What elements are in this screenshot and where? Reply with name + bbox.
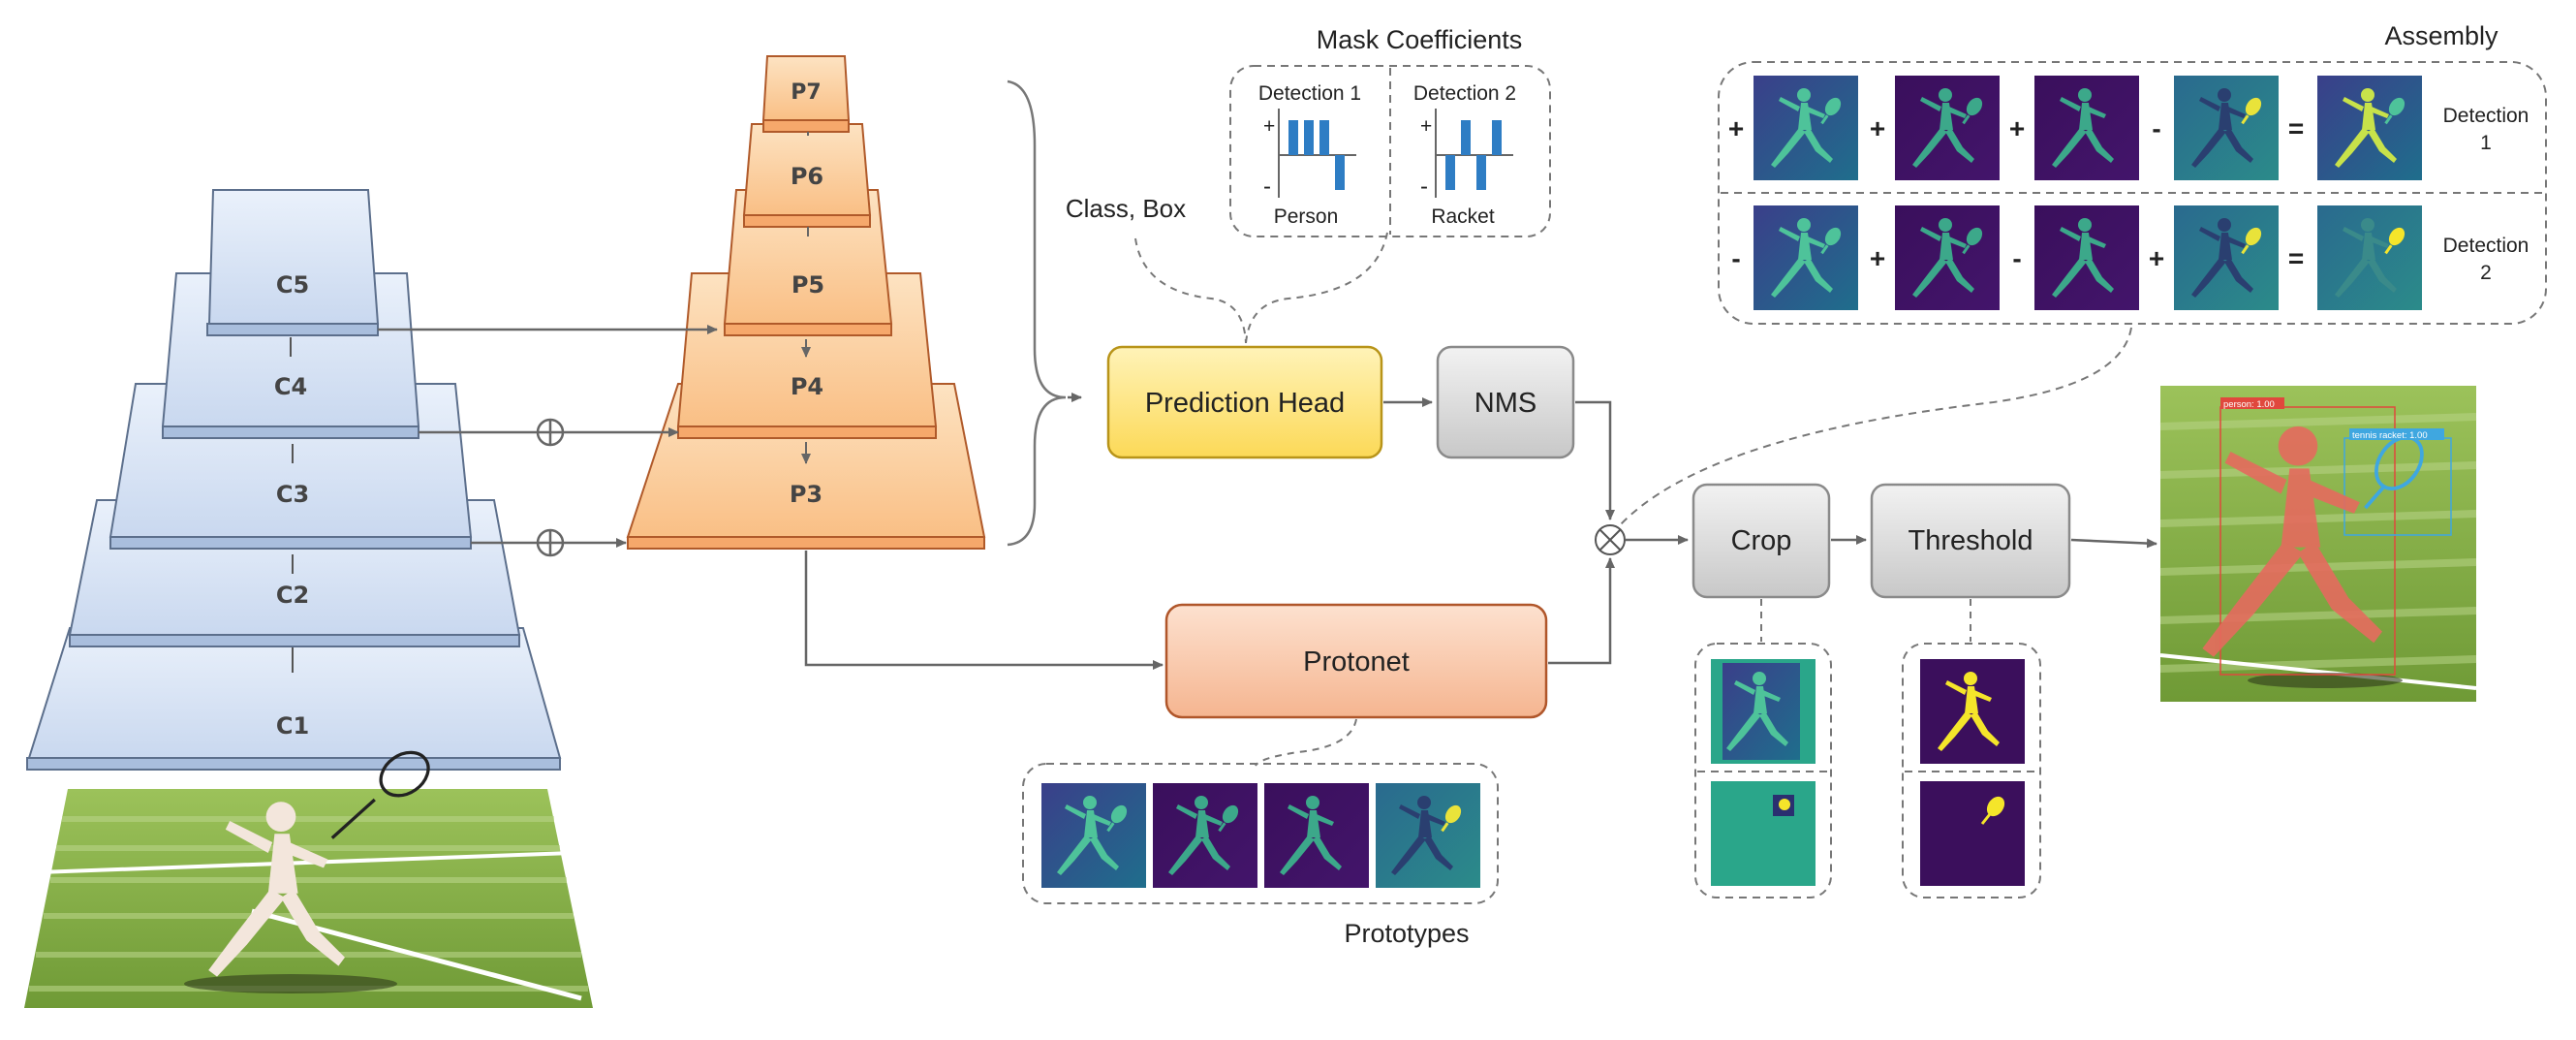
backbone-layer-label: C4 — [274, 373, 307, 400]
crop-block: Crop — [1691, 483, 1831, 599]
prototype-mask — [2034, 205, 2139, 310]
coefficient-chart-detection-1: Detection 1 + - Person — [1258, 82, 1361, 228]
coefficient-chart-title: Detection 1 — [1258, 82, 1361, 105]
prototype-mask — [1895, 76, 2000, 180]
backbone-layer-label: C5 — [276, 271, 309, 299]
coefficient-bar — [1335, 155, 1345, 190]
plus-sign: + — [1420, 115, 1432, 138]
fpn-layer-label: P7 — [791, 80, 821, 105]
coefficient-bar — [1492, 120, 1502, 155]
threshold-label: Threshold — [1909, 525, 2033, 556]
multiply-icon — [1595, 524, 1626, 555]
assembly-sign: + — [1870, 243, 1885, 273]
prototypes-label: Prototypes — [1344, 919, 1469, 948]
mask-coefficients-panel: Detection 1 + - Person Detection 2 + - R… — [1229, 65, 1551, 237]
coefficient-bar — [1476, 155, 1486, 190]
assembly-detection-number: 1 — [2480, 132, 2492, 154]
feature-pyramid: P3 P4 P5 P6 P7 — [626, 55, 986, 550]
crop-label: Crop — [1731, 525, 1792, 556]
coefficient-chart-object: Racket — [1431, 205, 1495, 228]
thresholded-mask-detection-2 — [1920, 781, 2025, 886]
assembly-sign: + — [1728, 113, 1744, 143]
assembly-sign: - — [1731, 243, 1740, 273]
assembly-sign: + — [2009, 113, 2025, 143]
plus-sign: + — [1263, 115, 1275, 138]
person-detection-tag: person: 1.00 — [2220, 397, 2284, 410]
protonet-block: Protonet — [1164, 603, 1548, 719]
coefficient-bar — [1445, 155, 1455, 190]
coefficient-bar — [1319, 120, 1329, 155]
person-tag-text: person: 1.00 — [2223, 399, 2275, 410]
prototype-mask — [1264, 783, 1369, 888]
assembly-panel: + + + - = Detection 1 - + - + = Detection 2 — [1718, 61, 2547, 325]
assembly-detection-number: 2 — [2480, 262, 2492, 284]
prototype-mask — [2174, 76, 2279, 180]
backbone-layer-label: C2 — [276, 582, 309, 609]
assembly-detection-label: Detection — [2443, 235, 2529, 257]
assembled-mask — [2317, 76, 2422, 180]
assembly-equals: = — [2288, 243, 2304, 273]
backbone-layer-label: C1 — [276, 712, 309, 740]
cropped-mask-detection-2 — [1711, 781, 1816, 886]
mask-coefficients-title: Mask Coefficients — [1317, 25, 1523, 54]
result-image: person: 1.00 tennis racket: 1.00 — [2159, 386, 2477, 702]
fpn-layer-label: P4 — [791, 373, 823, 400]
crop-output-panel — [1694, 643, 1832, 898]
assembly-row: - + - + = Detection 2 — [1731, 205, 2529, 310]
class-box-label: Class, Box — [1066, 194, 1186, 223]
prototype-mask — [1754, 205, 1858, 310]
protonet-label: Protonet — [1303, 646, 1410, 678]
lateral-connections — [378, 325, 718, 557]
assembly-sign: + — [1870, 113, 1885, 143]
backbone-layer-label: C3 — [276, 481, 309, 508]
thresholded-mask-detection-1 — [1920, 659, 2025, 764]
fpn-layer-label: P6 — [791, 163, 823, 190]
prototypes-panel — [1022, 763, 1499, 904]
prediction-head-label: Prediction Head — [1145, 388, 1345, 419]
threshold-output-panel — [1902, 643, 2041, 898]
prototype-mask — [1895, 205, 2000, 310]
input-image — [24, 750, 593, 1008]
coefficient-bar — [1304, 120, 1314, 155]
coefficient-chart-object: Person — [1274, 205, 1339, 228]
coefficient-chart-detection-2: Detection 2 + - Racket — [1413, 82, 1516, 228]
assembly-row: + + + - = Detection 1 — [1728, 76, 2529, 180]
racket-tag-text: tennis racket: 1.00 — [2352, 430, 2428, 441]
prototype-mask — [2174, 205, 2279, 310]
assembly-detection-label: Detection — [2443, 105, 2529, 127]
add-circle-icon — [536, 528, 565, 557]
assembly-title: Assembly — [2384, 21, 2498, 50]
minus-sign: - — [1420, 173, 1428, 200]
brace-icon — [1007, 79, 1067, 547]
prototype-mask — [1041, 783, 1146, 888]
nms-label: NMS — [1474, 388, 1536, 419]
backbone-layer-c5: C5 — [206, 189, 380, 336]
prototype-mask — [1376, 783, 1480, 888]
fpn-layer-label: P5 — [791, 271, 824, 299]
coefficient-chart-title: Detection 2 — [1413, 82, 1516, 105]
assembly-sign: - — [2012, 243, 2021, 273]
assembled-mask — [2317, 205, 2422, 310]
coefficient-bar — [1288, 120, 1298, 155]
assembly-sign: + — [2149, 243, 2164, 273]
nms-block: NMS — [1436, 345, 1575, 459]
cropped-mask-detection-1 — [1711, 659, 1816, 764]
threshold-block: Threshold — [1870, 483, 2071, 599]
fpn-layer-label: P3 — [790, 481, 822, 508]
assembly-equals: = — [2288, 113, 2304, 143]
prediction-head-block: Prediction Head — [1106, 345, 1383, 459]
prototype-mask — [1153, 783, 1257, 888]
prototype-mask — [2034, 76, 2139, 180]
add-circle-icon — [536, 418, 565, 447]
minus-sign: - — [1263, 173, 1271, 200]
fpn-layer-p7: P7 — [761, 55, 851, 133]
backbone-pyramid: C1 C2 C3 C4 C5 — [26, 189, 562, 771]
prototype-mask — [1754, 76, 1858, 180]
fpn-layer-p6: P6 — [742, 123, 872, 228]
racket-detection-tag: tennis racket: 1.00 — [2349, 428, 2444, 441]
coefficient-bar — [1461, 120, 1471, 155]
assembly-sign: - — [2152, 113, 2160, 143]
